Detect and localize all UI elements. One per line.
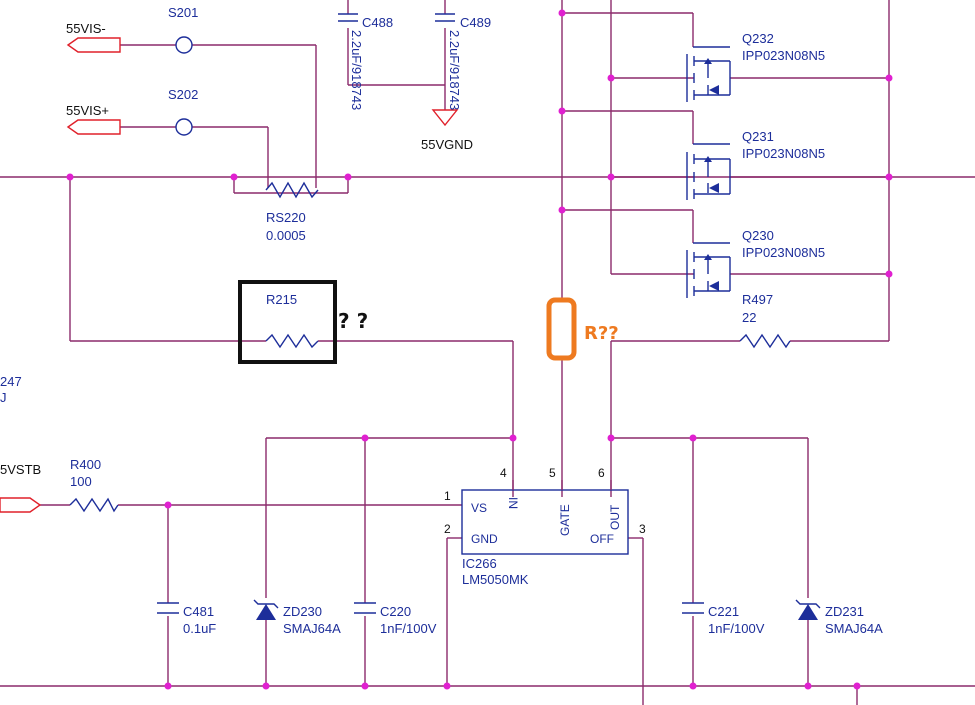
svg-text:IC266: IC266	[462, 556, 497, 571]
svg-text:IPP023N08N5: IPP023N08N5	[742, 48, 825, 63]
capacitor-c221: C221 1nF/100V	[682, 602, 765, 636]
svg-text:C220: C220	[380, 604, 411, 619]
svg-text:GND: GND	[471, 532, 498, 546]
svg-text:IPP023N08N5: IPP023N08N5	[742, 245, 825, 260]
port-55vis-minus: 55VIS-	[66, 21, 121, 53]
resistor-r215: R215	[265, 292, 319, 349]
svg-text:SMAJ64A: SMAJ64A	[825, 621, 883, 636]
svg-text:5VSTB: 5VSTB	[0, 462, 41, 477]
svg-text:Q230: Q230	[742, 228, 774, 243]
question-marks: ? ?	[338, 309, 368, 333]
svg-text:IPP023N08N5: IPP023N08N5	[742, 146, 825, 161]
left-cut-label: 247	[0, 374, 22, 389]
svg-text:3: 3	[639, 522, 646, 536]
highlight-box-r215	[238, 280, 337, 364]
svg-text:OFF: OFF	[590, 532, 614, 546]
mosfet-q232: Q232 IPP023N08N5	[686, 31, 825, 102]
svg-text:IN: IN	[506, 497, 520, 509]
switch-s202: S202	[168, 87, 198, 136]
svg-text:0.1uF: 0.1uF	[183, 621, 216, 636]
svg-text:55VIS+: 55VIS+	[66, 103, 109, 118]
svg-text:1: 1	[444, 489, 451, 503]
ground-55vgnd: 55VGND	[421, 109, 473, 152]
left-cut-label-2: J	[0, 390, 7, 405]
svg-text:SMAJ64A: SMAJ64A	[283, 621, 341, 636]
capacitor-c488: C488 2.2uF/918743	[338, 13, 393, 110]
capacitor-c489: C489 2.2uF/918743	[435, 13, 491, 110]
svg-text:2: 2	[444, 522, 451, 536]
port-5vstb: 5VSTB	[0, 462, 42, 513]
capacitor-c220: C220 1nF/100V	[354, 602, 437, 636]
svg-text:LM5050MK: LM5050MK	[462, 572, 529, 587]
svg-text:100: 100	[70, 474, 92, 489]
port-55vis-plus: 55VIS+	[66, 103, 121, 135]
svg-text:2.2uF/918743: 2.2uF/918743	[349, 30, 364, 110]
svg-text:5: 5	[549, 466, 556, 480]
ic-lm5050: VS IN GATE OUT GND OFF 1 2 3 4 5 6 IC266…	[444, 466, 646, 587]
resistor-r497: R497 22	[739, 292, 791, 349]
resistor-rs220: RS220 0.0005	[265, 181, 319, 243]
mosfet-q231: Q231 IPP023N08N5	[686, 129, 825, 200]
svg-text:C488: C488	[362, 15, 393, 30]
svg-text:C221: C221	[708, 604, 739, 619]
svg-text:GATE: GATE	[558, 504, 572, 536]
capacitor-c481: C481 0.1uF	[157, 602, 216, 636]
junctions	[66, 9, 893, 690]
svg-text:55VIS-: 55VIS-	[66, 21, 106, 36]
svg-text:ZD230: ZD230	[283, 604, 322, 619]
svg-text:RS220: RS220	[266, 210, 306, 225]
svg-text:55VGND: 55VGND	[421, 137, 473, 152]
svg-text:Q231: Q231	[742, 129, 774, 144]
resistor-r400: R400 100	[69, 457, 119, 513]
svg-text:ZD231: ZD231	[825, 604, 864, 619]
svg-text:VS: VS	[471, 501, 487, 515]
svg-text:22: 22	[742, 310, 756, 325]
svg-text:OUT: OUT	[608, 504, 622, 530]
missing-resistor-label: R??	[584, 323, 619, 344]
zener-zd231: ZD231 SMAJ64A	[795, 599, 883, 636]
svg-text:R215: R215	[266, 292, 297, 307]
svg-text:C489: C489	[460, 15, 491, 30]
svg-text:1nF/100V: 1nF/100V	[708, 621, 765, 636]
switch-s201: S201	[168, 5, 198, 54]
svg-text:S202: S202	[168, 87, 198, 102]
svg-text:6: 6	[598, 466, 605, 480]
svg-text:1nF/100V: 1nF/100V	[380, 621, 437, 636]
svg-text:R400: R400	[70, 457, 101, 472]
zener-zd230: ZD230 SMAJ64A	[253, 599, 341, 636]
mosfet-q230: Q230 IPP023N08N5	[686, 228, 825, 298]
svg-text:R497: R497	[742, 292, 773, 307]
missing-resistor-marker	[546, 297, 577, 361]
svg-text:Q232: Q232	[742, 31, 774, 46]
svg-text:S201: S201	[168, 5, 198, 20]
svg-text:4: 4	[500, 466, 507, 480]
svg-text:C481: C481	[183, 604, 214, 619]
svg-text:0.0005: 0.0005	[266, 228, 306, 243]
svg-text:2.2uF/918743: 2.2uF/918743	[447, 30, 462, 110]
